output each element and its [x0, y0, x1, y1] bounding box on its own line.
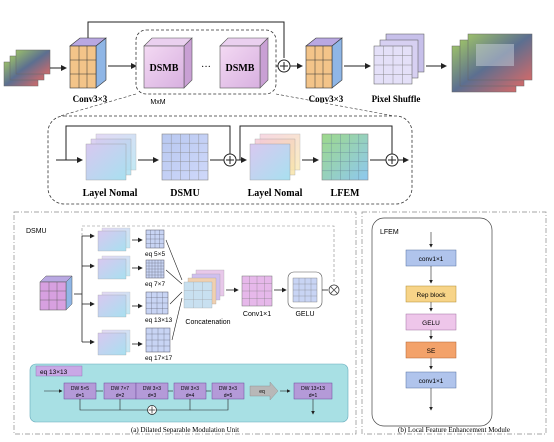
- eq13-inset-title: eq 13×13: [40, 369, 68, 376]
- dsmu-label: DSMU: [170, 188, 199, 199]
- conv-right-label: Conv3×3: [309, 94, 344, 104]
- eq-arrow: [249, 381, 279, 401]
- pixel-shuffle-label: Pixel Shuffle: [372, 94, 421, 104]
- norm1-label: Layel Nomal: [83, 188, 138, 199]
- lfem-caption: (b) Local Feature Enhancement Module: [398, 426, 510, 434]
- dw-block-1-line1: DW 5×5: [71, 386, 89, 392]
- lfem-panel-title: LFEM: [380, 229, 399, 236]
- multiply-node: [328, 284, 340, 296]
- dsmu-input-cube: [39, 275, 73, 311]
- input-image-stack: [3, 49, 51, 87]
- kernel-7x7: [145, 259, 165, 279]
- repeat-label: MxM: [150, 99, 165, 106]
- concat-planes: [183, 269, 225, 309]
- dsmb-detail-box: [47, 115, 413, 205]
- kernel-5x5: [145, 229, 165, 249]
- dsmu-panel-border: [13, 211, 357, 435]
- dsmu-caption: (a) Dilated Separable Modulation Unit: [131, 426, 239, 434]
- eq-arrow-label: eq: [259, 389, 265, 395]
- conv3x3-cube-left: [69, 37, 107, 89]
- dsmb-block-1: [143, 37, 193, 89]
- lfem-block-rep-label: Rep block: [417, 292, 447, 299]
- eq-label-5x5: eq 5×5: [145, 251, 165, 258]
- conv-left-label: Conv3×3: [73, 94, 108, 104]
- kernel-13x13: [145, 291, 169, 315]
- norm2-label: Layel Nomal: [248, 188, 303, 199]
- add-node-detail-1: [223, 153, 237, 167]
- gelu-label: GELU: [295, 311, 314, 318]
- eq-label-7x7: eq 7×7: [145, 281, 165, 288]
- dw-block-1-line2: d=1: [76, 393, 85, 399]
- gelu-block: [287, 271, 323, 309]
- layer-norm-1-planes: [85, 133, 137, 181]
- lfem-block-conv1-label: conv1×1: [419, 256, 444, 263]
- dsmb-dots: ···: [201, 62, 211, 73]
- lfem-label: LFEM: [331, 188, 360, 199]
- concat-label: Concatenation: [185, 319, 230, 326]
- branch-planes-1: [97, 227, 131, 252]
- eq13-inset-title-box: [35, 365, 83, 377]
- dw-block-4-line2: d=4: [186, 393, 195, 399]
- lfem-block-gelu-label: GELU: [422, 320, 440, 327]
- eq-label-13x13: eq 13×13: [145, 317, 173, 324]
- lfem-block-se-label: SE: [427, 348, 436, 355]
- add-node-detail-2: [385, 153, 399, 167]
- branch-planes-4: [97, 329, 131, 356]
- dw-block-5-line2: d=5: [224, 393, 233, 399]
- branch-planes-2: [97, 255, 131, 280]
- eq-label-17x17: eq 17×17: [145, 355, 173, 362]
- add-node-top: [277, 59, 291, 73]
- lfem-block-conv2-label: conv1×1: [419, 378, 444, 385]
- branch-planes-3: [97, 291, 131, 318]
- dw-block-2-line2: d=2: [116, 393, 125, 399]
- dsmu-panel-title: DSMU: [26, 228, 47, 235]
- dw-block-2-line1: DW 7×7: [111, 386, 129, 392]
- layer-norm-2-planes: [249, 133, 301, 181]
- dw-block-4-line1: DW 3×3: [181, 386, 199, 392]
- lfem-panel-border: [361, 211, 547, 435]
- dsmu-grid: [161, 133, 209, 181]
- dw-output-line1: DW 13×13: [301, 386, 325, 392]
- dw-block-5-line1: DW 3×3: [219, 386, 237, 392]
- conv1x1-grid: [241, 275, 273, 307]
- kernel-17x17: [145, 327, 171, 353]
- lfem-grid: [321, 133, 369, 181]
- dw-block-3-line1: DW 3×3: [143, 386, 161, 392]
- dsmb-label-2: DSMB: [226, 63, 255, 74]
- dw-block-3-line2: d=3: [148, 393, 157, 399]
- conv1x1-label: Conv1×1: [243, 311, 271, 318]
- dsmb-block-2: [219, 37, 269, 89]
- dsmb-group-box: [135, 29, 277, 95]
- output-image-stack: [451, 33, 533, 93]
- pixel-shuffle-stack: [373, 33, 425, 85]
- dsmb-label-1: DSMB: [150, 63, 179, 74]
- inset-sum-node: [147, 405, 157, 415]
- dw-output-line2: d=1: [309, 393, 318, 399]
- conv3x3-cube-right: [305, 37, 343, 89]
